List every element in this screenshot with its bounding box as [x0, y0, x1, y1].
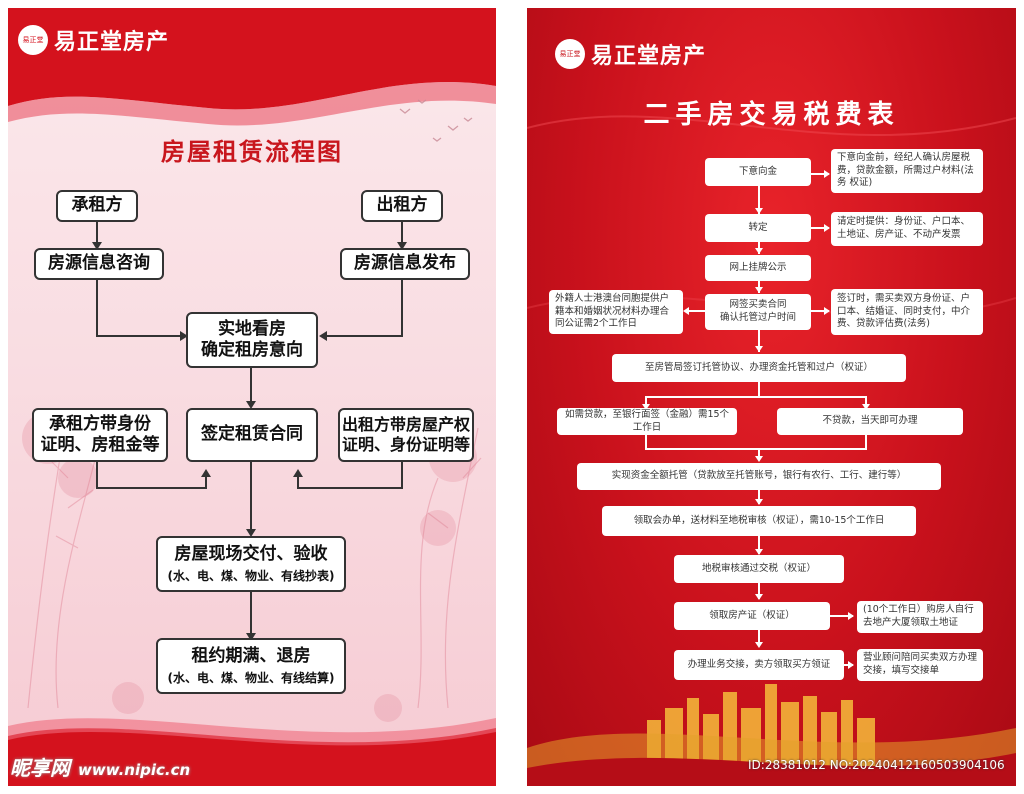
brand-seal-icon: 易正堂 [18, 25, 48, 55]
image-id-label: ID:28381012 NO:20240412160503904106 [748, 758, 1005, 772]
node-lease-expiry: 租约期满、退房 (水、电、煤、物业、有线结算) [156, 638, 346, 694]
step-get-certificate: 领取房产证（权证） [674, 602, 830, 630]
brand-seal-icon: 易正堂 [555, 39, 585, 69]
note-transfer: 请定时提供：身份证、户口本、土地证、房产证、不动产发票 [831, 212, 983, 246]
step-housing-bureau: 至房管局签订托管协议、办理资金托管和过户（权证） [612, 354, 906, 382]
node-sign-contract: 签定租赁合同 [186, 408, 318, 462]
watermark-url: www.nipic.cn [78, 761, 191, 779]
step-tax-approved: 地税审核通过交税（权证） [674, 555, 844, 583]
node-tenant: 承租方 [56, 190, 138, 222]
node-landlord-docs: 出租方带房屋产权 证明、身份证明等 [338, 408, 474, 462]
note-certificate: (10个工作日）购房人自行去地产大厦领取土地证 [857, 601, 983, 633]
watermark: 昵享网 www.nipic.cn [10, 752, 190, 781]
brand-logo: 易正堂 易正堂房产 [18, 24, 169, 56]
poster-background-art [527, 115, 1016, 786]
brand-logo: 易正堂 易正堂房产 [555, 38, 706, 70]
step-deposit: 下意向金 [705, 158, 811, 186]
poster-title: 二手房交易税费表 [643, 100, 900, 130]
poster-title: 房屋租赁流程图 [161, 138, 343, 166]
node-viewing: 实地看房 确定租房意向 [186, 312, 318, 368]
node-tenant-consult: 房源信息咨询 [34, 248, 164, 280]
step-online-sign: 网签买卖合同确认托管过户时间 [705, 294, 811, 330]
step-online-listing: 网上挂牌公示 [705, 255, 811, 281]
node-handover: 房屋现场交付、验收 (水、电、煤、物业、有线抄表) [156, 536, 346, 592]
note-foreign: 外籍人士港澳台同胞提供户籍本和婚姻状况材料办理合同公证需2个工作日 [549, 290, 683, 334]
step-handover: 办理业务交接，卖方领取买方领证 [674, 650, 844, 680]
poster-background-art [8, 8, 496, 786]
note-sign: 签订时，需买卖双方身份证、户口本、结婚证、同时支付，中介费、贷款评估费(法务) [831, 289, 983, 335]
step-transfer: 转定 [705, 214, 811, 242]
step-receipt: 领取会办单，送材料至地税审核（权证），需10-15个工作日 [602, 506, 916, 536]
step-escrow: 实现资金全额托管（贷款放至托管账号，银行有农行、工行、建行等） [577, 463, 941, 490]
note-handover: 营业顾问陪同买卖双方办理交接，填写交接单 [857, 649, 983, 681]
node-landlord: 出租方 [361, 190, 443, 222]
step-no-loan: 不贷款，当天即可办理 [777, 408, 963, 435]
note-deposit: 下意向金前，经纪人确认房屋税费，贷款金额，所需过户材料(法务 权证) [831, 149, 983, 193]
tax-flowchart-poster: 易正堂 易正堂房产 二手房交易税费表 下意向金 转定 网上挂牌公示 网签买卖合同… [527, 8, 1016, 786]
brand-name: 易正堂房产 [54, 30, 170, 55]
rental-flowchart-poster: 易正堂 易正堂房产 房屋租赁流程图 承租方 出租方 房源信息咨询 房源信息发布 … [8, 8, 496, 786]
watermark-logo: 昵享网 [10, 756, 70, 780]
node-landlord-publish: 房源信息发布 [340, 248, 470, 280]
step-loan: 如需贷款，至银行面签（金融）需15个工作日 [557, 408, 737, 435]
node-tenant-docs: 承租方带身份 证明、房租金等 [32, 408, 168, 462]
brand-name: 易正堂房产 [591, 44, 707, 69]
